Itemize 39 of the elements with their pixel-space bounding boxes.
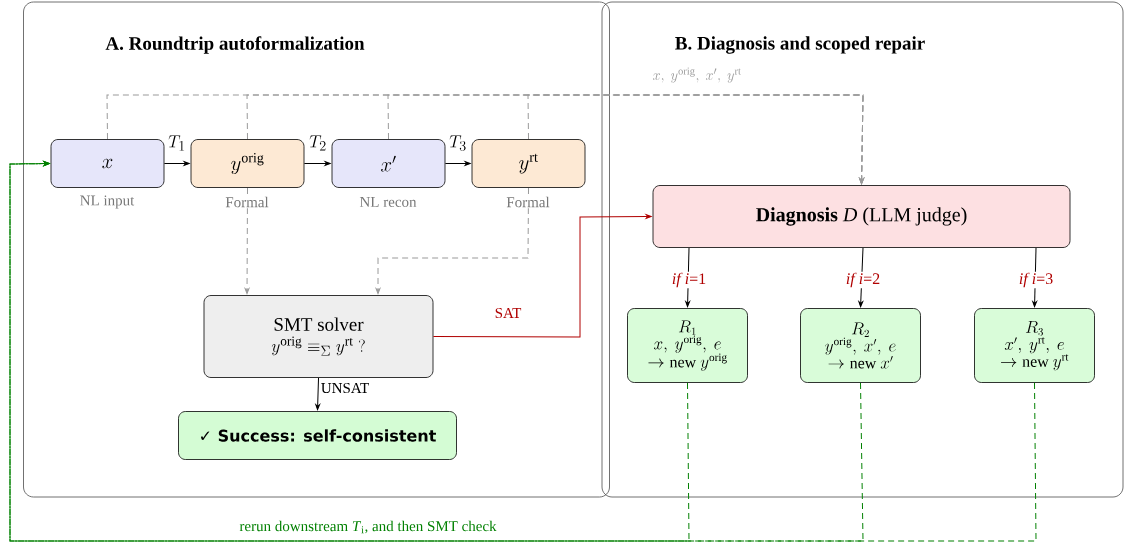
- node-caption: Formal: [224, 195, 270, 209]
- arrow: [527, 94, 864, 185]
- repair-box: $R_1$ $x,\ y^{\mathrm{orig}},\ e$ $\to \mathrm{new}\ y^{\mathrm{orig}}$: [627, 308, 748, 383]
- node-caption: NL input: [78, 194, 136, 210]
- arrow: [375, 187, 529, 295]
- arrow: [9, 161, 864, 542]
- arrow: [163, 161, 190, 166]
- edge-label: if i=3: [1017, 271, 1055, 289]
- repair-box: $R_2$ $y^{\mathrm{orig}},\ x',\ e$ $\to \mathrm{new}\ x'$: [800, 308, 921, 383]
- diagnosis-box: Diagnosis D (LLM judge): [652, 185, 1071, 248]
- success-box: ✓ Success: self-consistent: [178, 411, 457, 460]
- panel: [23, 1, 610, 498]
- edge-label: SAT: [495, 307, 522, 319]
- input-box: $x'$: [331, 139, 446, 188]
- repair-box: $R_3$ $x',\ y^{\mathrm{rt}},\ e$ $\to \mathrm{new}\ y^{\mathrm{rt}}$: [974, 308, 1095, 383]
- arrow: [303, 161, 331, 166]
- panel: [601, 1, 1124, 498]
- edge-label: if i=2: [844, 271, 882, 289]
- arrow: [858, 247, 864, 308]
- arrow: [315, 377, 321, 411]
- edge-label: UNSAT: [321, 382, 369, 394]
- edge-label: $T_3$: [449, 135, 466, 151]
- formal-box: $y^{\mathrm{orig}}$: [190, 139, 305, 188]
- node-caption: Formal: [505, 195, 551, 209]
- input-box: $x$: [50, 139, 165, 188]
- arrow: [444, 161, 471, 166]
- edge-label: $T_1$: [168, 135, 185, 151]
- node-caption: NL recon: [358, 196, 418, 208]
- formal-box: $y^{\mathrm{rt}}$: [471, 139, 586, 188]
- solver-box: SMT solver $y^{\mathrm{orig}} \equiv_{\Sigma} y^{\mathrm{rt}}\ ?$: [203, 295, 434, 378]
- arrow: [9, 161, 1037, 542]
- edge-label: $x,\ y^{\mathrm{orig}},\ x',\ y^{\mathrm{rt}}$: [651, 66, 743, 84]
- edge-label: $T_2$: [309, 135, 326, 151]
- panel-heading: A. Roundtrip autoformalization: [105, 36, 365, 54]
- panel-heading: B. Diagnosis and scoped repair: [675, 36, 925, 54]
- arrow: [244, 187, 250, 295]
- arrow: [432, 214, 652, 338]
- edge-label: if i=1: [670, 271, 708, 289]
- edge-label: rerun downstream T$_{i}$, and then SMT check: [238, 519, 498, 535]
